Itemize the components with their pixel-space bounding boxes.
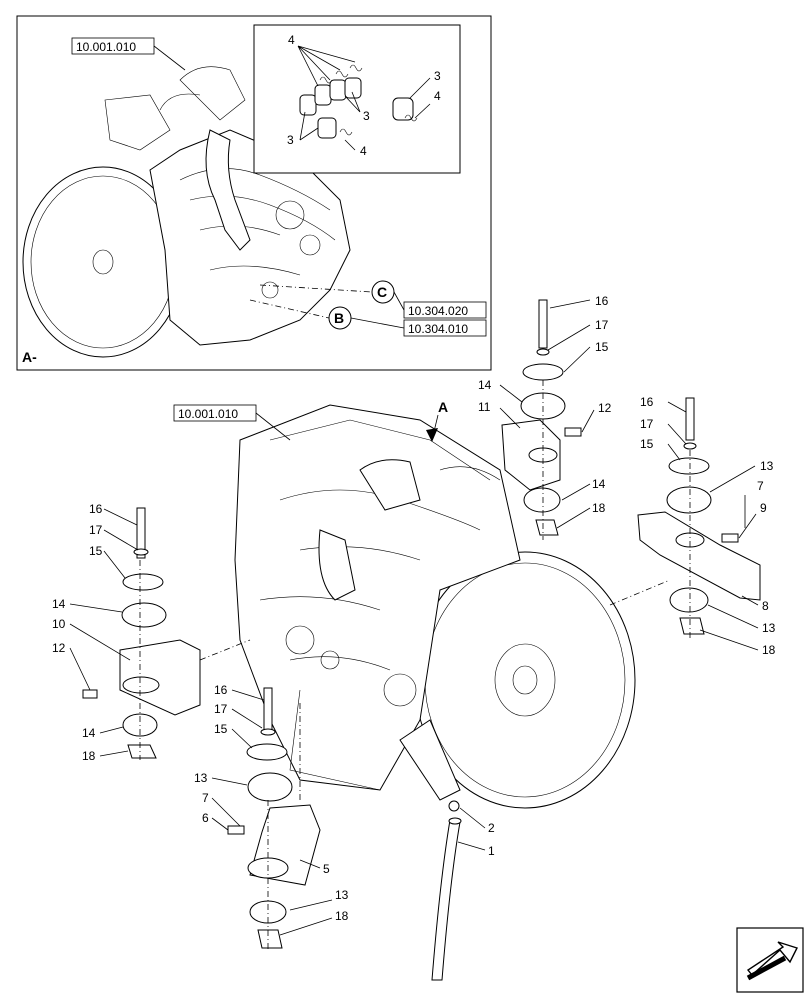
part-label: 13 xyxy=(335,888,349,902)
reference-box: 10.304.010 xyxy=(408,322,468,336)
label-3: 3 xyxy=(434,69,441,83)
part-label: 18 xyxy=(335,909,349,923)
part-label: 15 xyxy=(640,437,654,451)
part-label: 1 xyxy=(488,844,495,858)
arrow-icon[interactable] xyxy=(736,927,804,993)
callout-b: B xyxy=(334,310,344,326)
mount-top: 16 17 15 14 11 12 14 18 xyxy=(478,294,612,540)
mount-left: 16 17 15 14 10 12 14 18 xyxy=(52,502,251,763)
inset-view: 4 3 4 3 3 4 10.001.010 C B 10.304.020 10… xyxy=(16,15,492,371)
part-label: 7 xyxy=(757,479,764,493)
label-4: 4 xyxy=(360,144,367,158)
label-4: 4 xyxy=(434,89,441,103)
part-label: 17 xyxy=(214,702,228,716)
inset-engine xyxy=(22,66,351,358)
reference-box: 10.001.010 xyxy=(76,40,136,54)
part-label: 8 xyxy=(762,599,769,613)
callout-c: C xyxy=(377,284,387,300)
part-label: 5 xyxy=(323,862,330,876)
part-label: 10 xyxy=(52,617,66,631)
part-label: 11 xyxy=(478,400,491,414)
part-label: 2 xyxy=(488,821,495,835)
reference-box: 10.001.010 xyxy=(178,407,238,421)
part-label: 16 xyxy=(214,683,228,697)
part-label: 15 xyxy=(214,722,228,736)
part-label: 16 xyxy=(595,294,609,308)
view-arrow-label: A xyxy=(438,399,448,415)
corner-label: A- xyxy=(22,349,37,365)
label-4: 4 xyxy=(288,33,295,47)
part-label: 17 xyxy=(640,417,654,431)
inset-detail-bushings: 4 3 4 3 3 4 xyxy=(287,33,441,158)
part-label: 18 xyxy=(762,643,776,657)
mount-right: 16 17 15 13 7 9 8 13 18 xyxy=(609,395,776,657)
part-label: 15 xyxy=(89,544,103,558)
part-label: 9 xyxy=(760,501,767,515)
label-3: 3 xyxy=(287,133,294,147)
part-label: 12 xyxy=(52,641,66,655)
main-engine xyxy=(234,404,636,809)
hose-assembly: 2 1 xyxy=(431,800,495,981)
reference-box: 10.304.020 xyxy=(408,304,468,318)
label-3: 3 xyxy=(363,109,370,123)
part-label: 12 xyxy=(598,401,612,415)
part-label: 7 xyxy=(202,791,209,805)
part-label: 17 xyxy=(89,523,103,537)
part-label: 13 xyxy=(762,621,776,635)
part-label: 17 xyxy=(595,318,609,332)
part-label: 16 xyxy=(640,395,654,409)
part-label: 18 xyxy=(82,749,96,763)
part-label: 15 xyxy=(595,340,609,354)
part-label: 14 xyxy=(592,477,606,491)
part-label: 6 xyxy=(202,811,209,825)
part-label: 16 xyxy=(89,502,103,516)
part-label: 14 xyxy=(82,726,96,740)
part-label: 18 xyxy=(592,501,606,515)
part-label: 14 xyxy=(478,378,492,392)
mount-bottom: 16 17 15 13 7 6 5 13 18 xyxy=(194,683,349,950)
part-label: 13 xyxy=(194,771,208,785)
part-label: 14 xyxy=(52,597,66,611)
part-label: 13 xyxy=(760,459,774,473)
